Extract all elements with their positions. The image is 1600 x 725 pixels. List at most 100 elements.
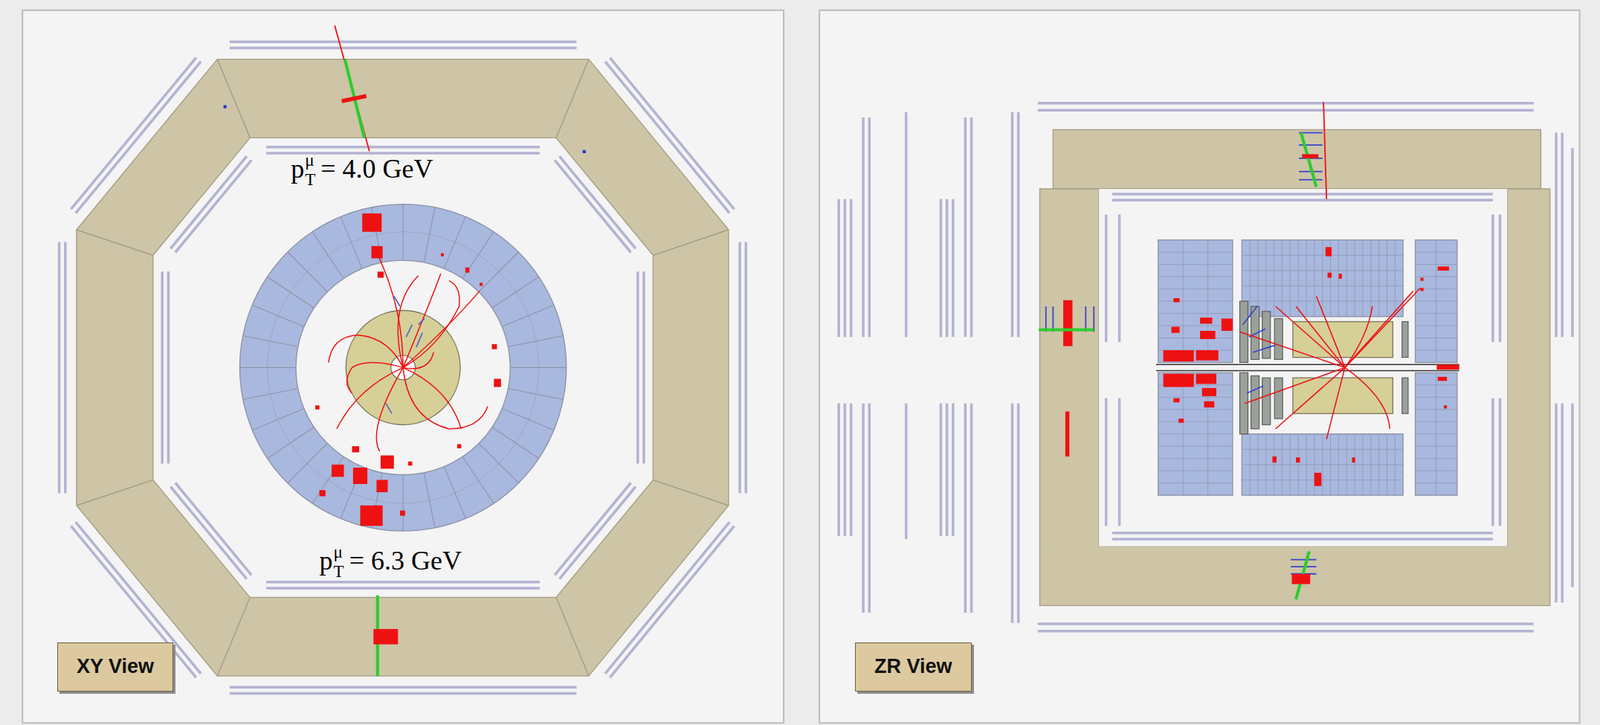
muon-segment (1301, 133, 1317, 188)
energy-deposit (1295, 457, 1300, 463)
toroid-segment-edge (217, 597, 250, 676)
particle-track (376, 367, 403, 452)
calorimeter-cell-edge (1415, 313, 1458, 314)
energy-deposit (1420, 287, 1424, 291)
energy-deposit (457, 443, 461, 448)
muon-chamber (837, 402, 841, 537)
energy-deposit (380, 455, 395, 469)
particle-track (1275, 306, 1345, 368)
energy-deposit (1163, 373, 1195, 388)
muon-chamber (1498, 214, 1502, 343)
view-button: ZR View (855, 642, 972, 692)
calorimeter-cell-edge (1241, 285, 1403, 287)
muon-chamber (1491, 398, 1495, 527)
muon-chamber (1011, 402, 1015, 623)
inner-tracker (1292, 377, 1394, 414)
chamber-hit (1298, 179, 1323, 181)
toroid-segment-edge (556, 59, 589, 139)
endcap-disc (1251, 375, 1260, 429)
energy-deposit (331, 464, 344, 477)
chamber-hit (1045, 306, 1047, 332)
particle-track (336, 367, 403, 429)
calorimeter-cell-edge (507, 388, 563, 400)
momentum-symbol: p (290, 155, 305, 183)
chamber-hit (1290, 559, 1316, 561)
particle-track (1275, 367, 1345, 429)
muon-hit (342, 95, 367, 102)
calorimeter-cell-edge (1281, 240, 1283, 317)
toroid-segment-edge (652, 229, 729, 256)
muon-chamber (1112, 198, 1493, 202)
calorimeter-cell-edge (1158, 263, 1233, 265)
energy-deposit (1202, 388, 1217, 397)
muon-chamber (843, 402, 847, 537)
muon-chamber (1118, 398, 1122, 527)
energy-deposit (315, 405, 319, 409)
energy-deposit (1339, 273, 1343, 279)
muon-chamber (1560, 402, 1564, 603)
endcap-disc (1262, 311, 1271, 359)
muon-chamber (951, 402, 955, 537)
tracker-hit (394, 295, 400, 307)
energy-deposit (408, 461, 412, 466)
muon-chamber (964, 402, 968, 613)
calorimeter-cell-edge (252, 304, 305, 327)
particle-track (1295, 306, 1345, 368)
calorimeter-cell-edge (1415, 408, 1458, 410)
calorimeter-cell-edge (243, 336, 299, 348)
toroid-segment-edge (652, 479, 729, 505)
calorimeter-cell-edge (1241, 301, 1403, 302)
muon-chamber (837, 199, 841, 337)
muon-chamber (861, 402, 865, 613)
calorimeter-block (1415, 372, 1458, 496)
calorimeter-ring (240, 204, 567, 531)
muon-toroid (1052, 129, 1541, 189)
muon-track (334, 25, 370, 151)
energy-deposit (1200, 330, 1216, 340)
calorimeter-cell-edge (478, 443, 519, 483)
calorimeter-cell-edge (507, 336, 563, 348)
calorimeter-cell-edge (287, 252, 328, 292)
energy-deposit (465, 267, 470, 273)
muon-chamber (229, 46, 577, 50)
muon-chamber (1037, 109, 1534, 113)
calorimeter-cell-edge (462, 231, 494, 279)
particle-track (347, 362, 403, 394)
endcap-disc (1262, 377, 1271, 425)
muon-chamber (1571, 147, 1574, 337)
calorimeter-cell-edge (1415, 301, 1458, 302)
muon-hit (1065, 411, 1070, 456)
tracker-hit (405, 324, 412, 337)
calorimeter-cell-edge (1158, 408, 1233, 410)
energy-deposit (1351, 457, 1355, 463)
cavern (1098, 188, 1508, 547)
energy-deposit (376, 479, 388, 492)
muon-chamber (868, 117, 872, 337)
particle-track (402, 352, 434, 369)
calorimeter-cell-edge (1362, 240, 1363, 317)
calorimeter-cell-edge (443, 466, 466, 519)
view-label: ZR View (874, 655, 953, 679)
calorimeter-cell-edge (402, 475, 404, 532)
energy-deposit (1314, 472, 1322, 487)
calorimeter-cell-edge (1273, 240, 1275, 317)
calorimeter-cell-edge (1158, 288, 1233, 290)
particle-track (1326, 367, 1345, 439)
energy-deposit (1196, 373, 1217, 385)
calorimeter-cell-edge (1415, 457, 1458, 459)
calorimeter-cell-edge (1158, 470, 1233, 472)
calorimeter-cell-edge (1298, 240, 1299, 317)
muon-hit (373, 628, 398, 645)
endcap-disc (1402, 321, 1409, 358)
calorimeter-cell-edge (501, 304, 554, 327)
muon-chamber (970, 402, 974, 613)
particle-track (1344, 306, 1373, 368)
muon-chamber (1560, 133, 1564, 338)
muon-chamber (951, 199, 955, 337)
energy-deposit (319, 489, 326, 496)
momentum-subscript: T (333, 562, 345, 580)
muon-chamber (1498, 398, 1502, 527)
energy-deposit (1327, 272, 1332, 279)
particle-track (402, 367, 488, 429)
